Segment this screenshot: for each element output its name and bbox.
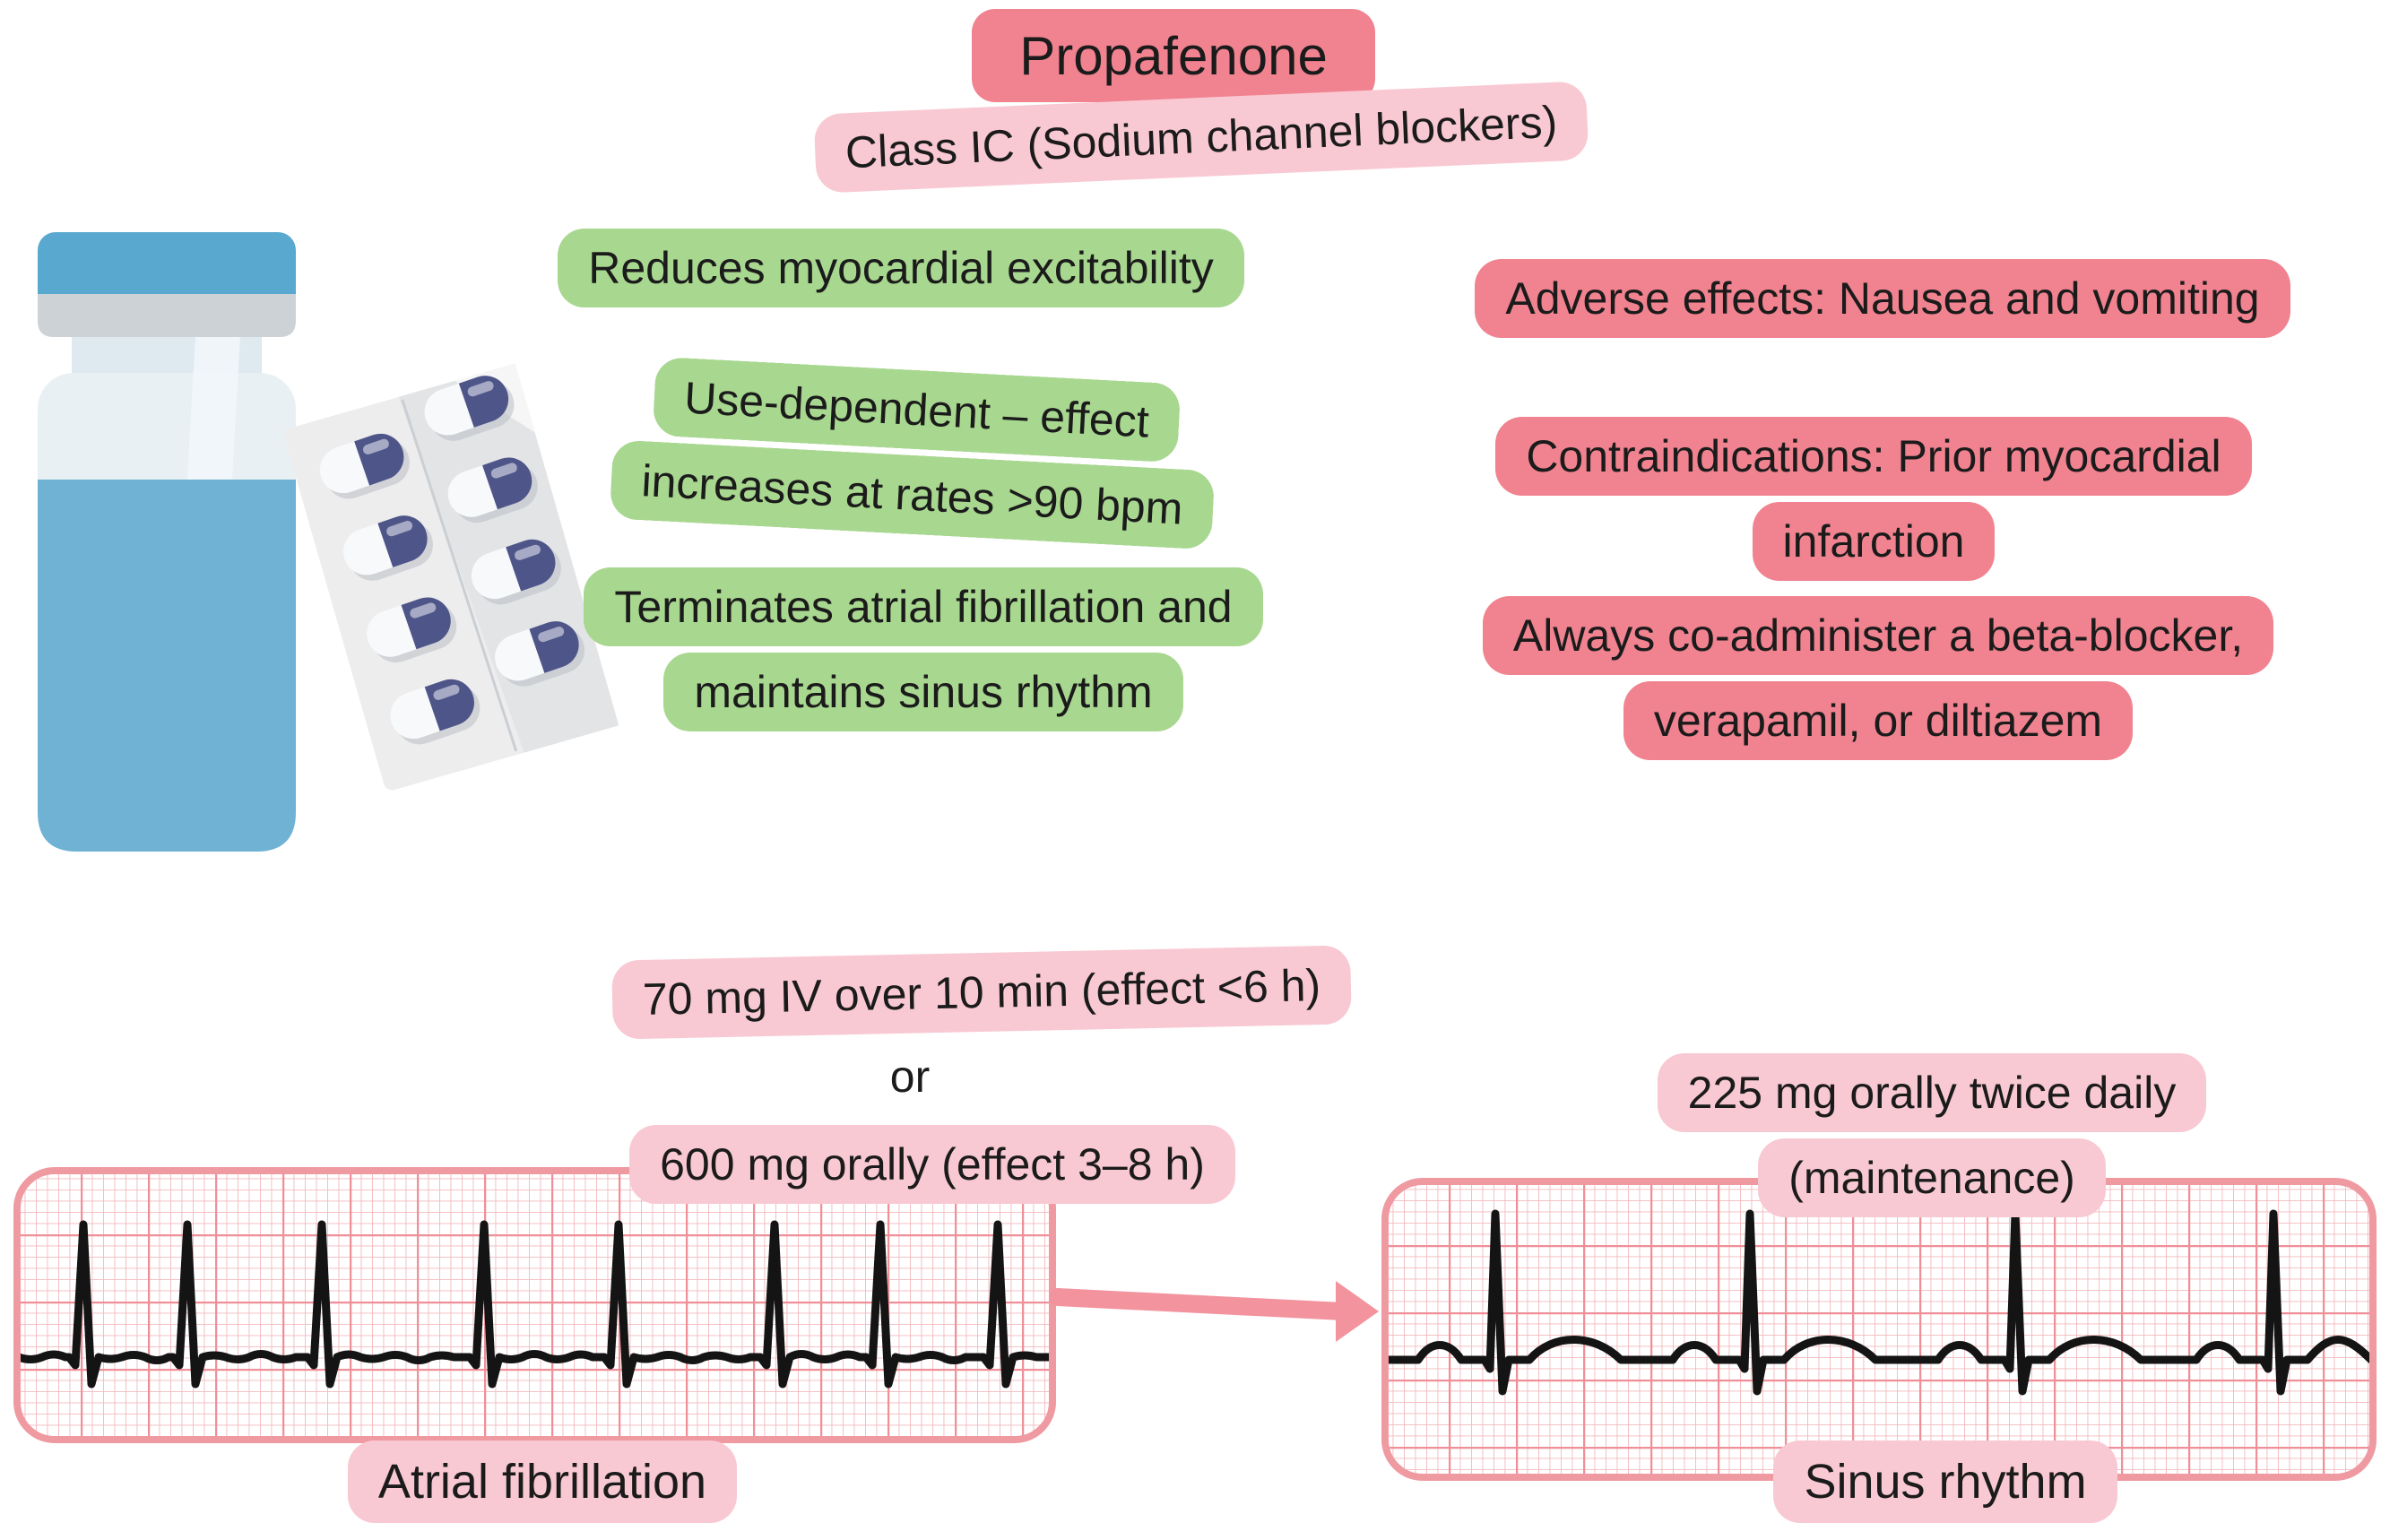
safety-note-adverse-effects: Adverse effects: Nausea and vomiting — [1412, 256, 2353, 342]
ecg-label-sinus: Sinus rhythm — [1703, 1436, 2187, 1528]
dose-or-text: or — [847, 1051, 973, 1103]
dose-text: 225 mg orally twice daily (maintenance) — [1657, 1053, 2207, 1217]
note-text: Adverse effects: Nausea and vomiting — [1475, 259, 2290, 338]
safety-note-coadminister: Always co-administer a beta-blocker, ver… — [1416, 593, 2340, 764]
drug-class-bubble: Class IC (Sodium channel blockers) — [796, 77, 1606, 197]
note-text: Use-dependent – effect increases at rate… — [609, 356, 1216, 550]
dose-text: 70 mg IV over 10 min (effect <6 h) — [610, 945, 1353, 1040]
note-text: Reduces myocardial excitability — [558, 229, 1244, 307]
ecg-grid — [1385, 1181, 2373, 1477]
pharmacology-note-terminates-af: Terminates atrial fibrillation and maint… — [511, 565, 1336, 735]
right-arrow-icon — [1049, 1281, 1379, 1342]
drug-title: Propafenone — [1019, 25, 1328, 86]
pharmacology-note-excitability: Reduces myocardial excitability — [502, 226, 1300, 311]
dose-oral-bubble: 600 mg orally (effect 3–8 h) — [565, 1122, 1300, 1207]
ecg-afib-trace — [17, 1220, 1052, 1389]
dose-maintenance-bubble: 225 mg orally twice daily (maintenance) — [1609, 1051, 2255, 1221]
label-text: Sinus rhythm — [1773, 1441, 2117, 1523]
dose-iv-bubble: 70 mg IV over 10 min (effect <6 h) — [568, 941, 1395, 1043]
drug-class-text: Class IC (Sodium channel blockers) — [813, 81, 1589, 194]
vial-icon — [38, 232, 296, 852]
ecg-grid — [17, 1171, 1052, 1440]
note-text: Always co-administer a beta-blocker, ver… — [1482, 596, 2274, 760]
or-label: or — [889, 1051, 931, 1102]
ecg-label-afib: Atrial fibrillation — [287, 1436, 798, 1528]
safety-note-contraindications: Contraindications: Prior myocardial infa… — [1416, 414, 2331, 584]
medication-illustration — [38, 232, 619, 852]
label-text: Atrial fibrillation — [347, 1441, 738, 1523]
ecg-sinus-trace — [1385, 1209, 2373, 1396]
drug-title-bubble: Propafenone — [972, 9, 1375, 102]
dose-text: 600 mg orally (effect 3–8 h) — [629, 1125, 1235, 1204]
note-text: Terminates atrial fibrillation and maint… — [584, 567, 1263, 731]
note-text: Contraindications: Prior myocardial infa… — [1495, 417, 2252, 581]
ecg-strip-sinus — [1381, 1178, 2377, 1481]
ecg-strip-afib — [13, 1167, 1056, 1443]
blister-pack-icon — [284, 363, 619, 791]
